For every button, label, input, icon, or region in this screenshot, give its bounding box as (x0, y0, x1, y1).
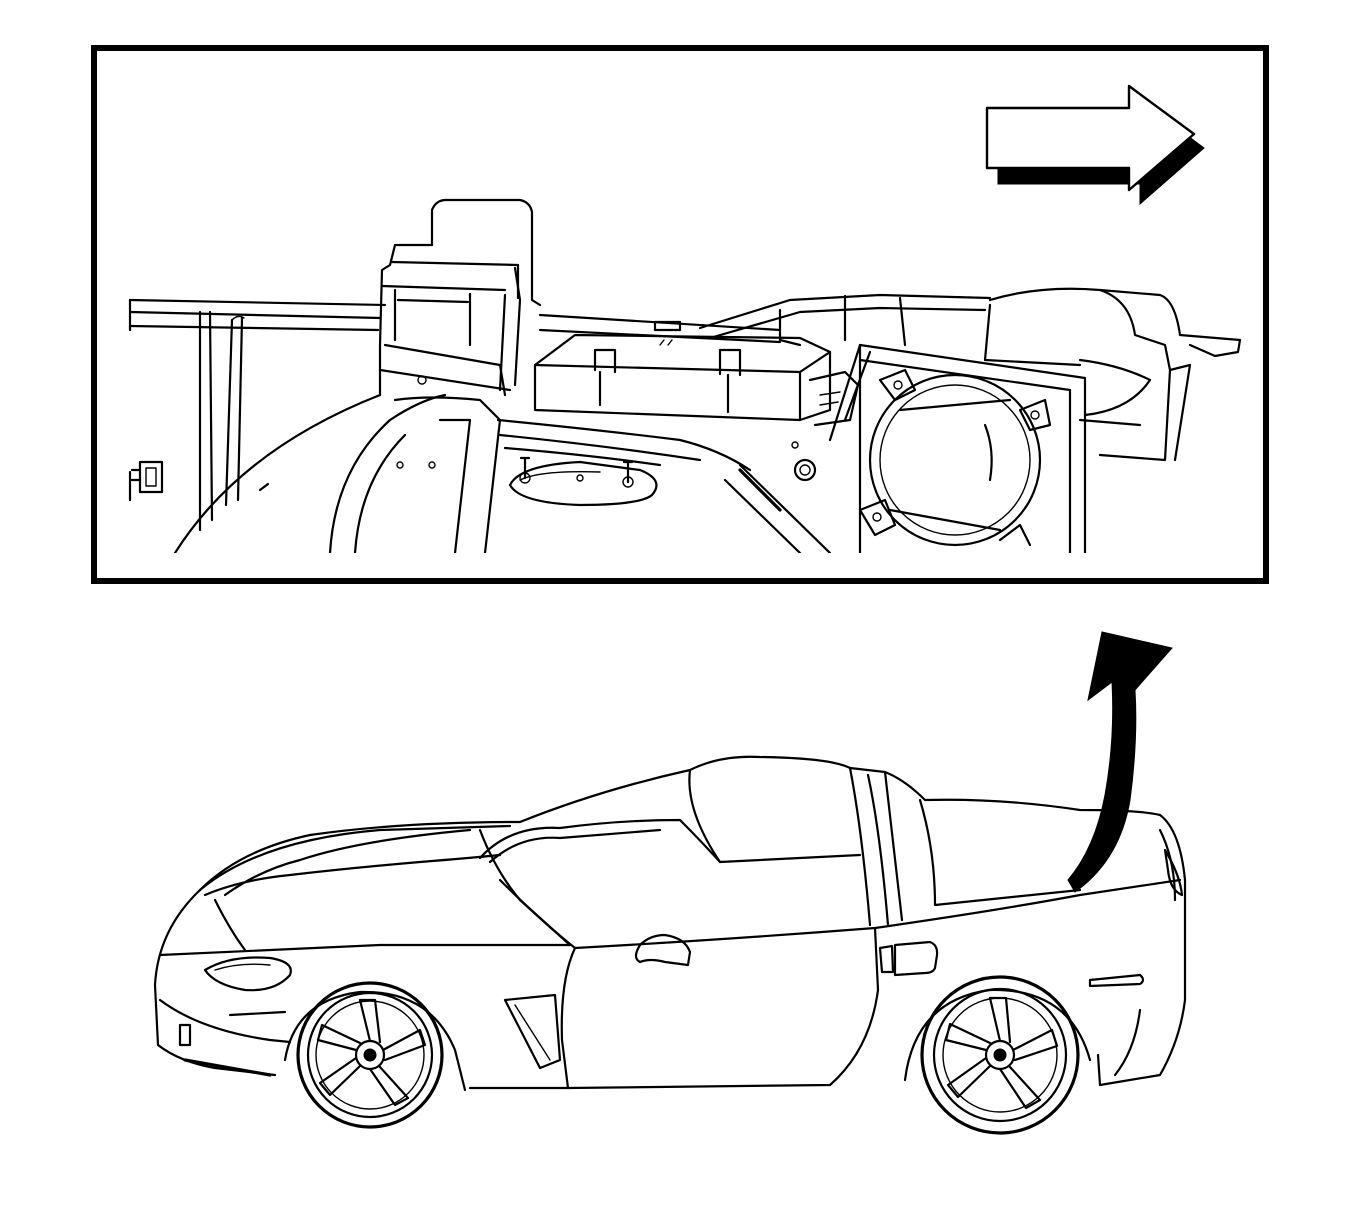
rear-bumper-beam (983, 287, 1242, 462)
detail-inset (91, 45, 1269, 584)
upper-bracket-tower (378, 198, 542, 397)
left-clip (128, 460, 164, 502)
vehicle-side-view (153, 755, 1187, 1135)
curved-callout-arrow-icon (1067, 631, 1173, 893)
forward-arrow-icon (985, 84, 1205, 206)
front-wheel (296, 981, 444, 1129)
rear-compartment-structure (128, 198, 1242, 553)
rear-wheel (920, 975, 1080, 1135)
floor-pan-recess (508, 456, 658, 507)
speaker-frame (828, 343, 1087, 553)
electronic-module-box (533, 320, 860, 427)
